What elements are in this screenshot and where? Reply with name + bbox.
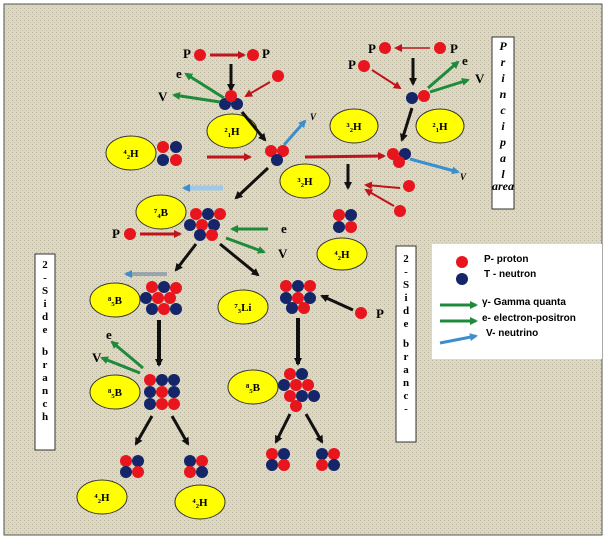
legend-neutron: T - neutron	[484, 269, 536, 280]
legend-electron: e- electron-positron	[482, 313, 576, 324]
legend-gamma: γ- Gamma quanta	[482, 297, 566, 308]
legend: P- proton T - neutron γ- Gamma quanta e-…	[432, 244, 602, 359]
svg-text:⁷₄B: ⁷₄B	[154, 207, 169, 219]
svg-text:⁴₂H: ⁴₂H	[192, 497, 208, 509]
nuclide-he4-pair-right	[266, 448, 340, 471]
svg-text:⁸₅B: ⁸₅B	[108, 295, 123, 307]
nuclide-he4-right: ⁴₂H	[316, 209, 368, 271]
electron-label: e	[106, 327, 112, 342]
nuclide-b8-mid-left: e V ⁸₅B	[89, 327, 190, 446]
legend-neutron-swatch	[456, 273, 468, 285]
svg-text:⁸₅B: ⁸₅B	[246, 382, 261, 394]
proton-label: P	[450, 41, 458, 56]
neutrino-label: V	[310, 112, 317, 122]
nuclide-b8-left: ⁸₅B	[89, 281, 182, 367]
nuclide-h3-top: ³₂H	[329, 108, 379, 144]
proton	[434, 42, 446, 54]
nuclide-he4-bottom-right: ⁴₂H	[174, 455, 226, 520]
neutrino-label: V	[460, 172, 467, 182]
proton-label: P	[183, 46, 191, 61]
principal-sub-label: area	[492, 179, 514, 193]
electron-label: e	[176, 66, 182, 81]
svg-text:²₁H: ²₁H	[224, 126, 240, 138]
svg-text:⁴₂H: ⁴₂H	[334, 249, 350, 261]
svg-text:⁴₂H: ⁴₂H	[94, 492, 110, 504]
nuclide-be7: ⁷₄B P e V	[112, 194, 288, 277]
reaction-h2-center: V	[234, 111, 386, 200]
svg-text:⁴₂H: ⁴₂H	[123, 148, 139, 160]
proton-label: P	[376, 306, 384, 321]
reaction-pp-left: P P e V	[158, 46, 284, 110]
proton	[418, 90, 430, 102]
svg-text:³₂H: ³₂H	[346, 121, 362, 133]
proton-label: P	[112, 226, 120, 241]
svg-text:⁸₅B: ⁸₅B	[108, 387, 123, 399]
reaction-right-he3: V	[344, 148, 467, 217]
neutrino-label: V	[158, 89, 168, 104]
proton-label: P	[368, 41, 376, 56]
legend-neutrino: V- neutrino	[486, 328, 538, 339]
svg-text:²₁H: ²₁H	[432, 121, 448, 133]
legend-proton: P- proton	[484, 254, 528, 265]
neutrino-label: V	[475, 71, 485, 86]
proton-label: P	[262, 46, 270, 61]
proton	[247, 49, 259, 61]
legend-proton-swatch	[456, 256, 468, 268]
nuclide-h2-right: ²₁H	[415, 108, 465, 144]
nuclide-b8-mid-right: ⁸₅B	[227, 368, 324, 444]
svg-text:⁷₃Li: ⁷₃Li	[235, 302, 252, 314]
reaction-pp-right: P P P e V	[348, 41, 485, 142]
proton	[358, 60, 370, 72]
nuclide-he4-bottom-left: ⁴₂H	[76, 455, 144, 515]
neutron	[406, 92, 418, 104]
electron-label: e	[281, 221, 287, 236]
nuclide-he3-mid: ³₂H	[279, 163, 331, 199]
proton-label: P	[348, 57, 356, 72]
svg-text:³₂H: ³₂H	[297, 176, 313, 188]
nuclide-he4-left: ⁴₂H	[105, 135, 252, 171]
electron-label: e	[462, 53, 468, 68]
proton	[379, 42, 391, 54]
proton	[225, 90, 237, 102]
proton	[272, 70, 284, 82]
neutrino-label: V	[92, 350, 102, 365]
neutrino-label: V	[278, 246, 288, 261]
nuclide-li7: ⁷₃Li P	[217, 280, 384, 366]
proton	[194, 49, 206, 61]
